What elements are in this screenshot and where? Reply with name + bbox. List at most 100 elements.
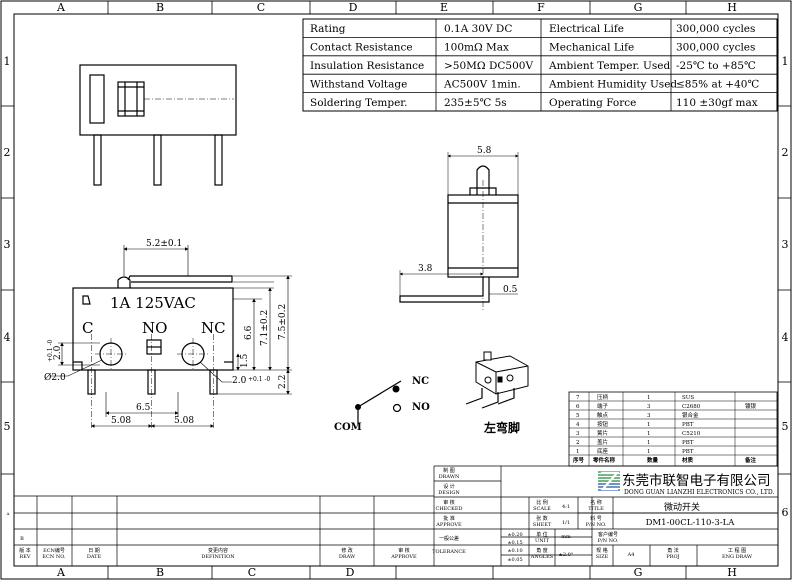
- bom-cell-r3-c1: 按钮: [597, 420, 609, 428]
- bom-header-3: 材质: [682, 456, 694, 464]
- spec-cell-r4-c1: 235±5℃ 5s: [444, 97, 507, 109]
- unit-cn: 单 位: [536, 531, 548, 538]
- spec-cell-r3-c2: Ambient Humidity Used: [548, 79, 677, 91]
- spec-cell-r1-c0: Contact Resistance: [310, 42, 413, 54]
- zone-col-bottom-g: G: [634, 566, 643, 579]
- spec-cell-r0-c1: 0.1A 30V DC: [444, 23, 512, 35]
- company-logo-icon: [598, 470, 620, 492]
- zone-row-left-3: 3: [4, 238, 11, 251]
- pn-label-en: P/N NO.: [586, 522, 607, 528]
- bom-cell-r1-c0: 6: [576, 404, 580, 410]
- rev-head-date-en: DATE: [87, 554, 102, 560]
- bom-cell-r5-c3: PBT: [682, 440, 694, 446]
- schematic-no: NO: [412, 402, 430, 413]
- spec-cell-r4-c2: Operating Force: [549, 97, 636, 109]
- zone-row-left-2: 2: [4, 146, 11, 159]
- general-tol-label: 一般公差: [439, 535, 459, 542]
- product-title: 微动开关: [664, 501, 700, 513]
- angles-en: ANGLES: [530, 554, 554, 560]
- bom-cell-r2-c2: 3: [647, 413, 651, 419]
- bom-cell-r6-c2: 1: [647, 449, 651, 455]
- dim-2-0-right-tol: +0.1 -0: [248, 376, 271, 383]
- sheet-cn: 张 数: [536, 515, 548, 522]
- rev-head-draw-en: DRAW: [339, 554, 356, 560]
- zone-row-left-4: 4: [4, 331, 11, 344]
- rev-head-ecn-en: ECN NO.: [42, 554, 66, 560]
- zone-col-top-f: F: [537, 1, 545, 14]
- tol-3: ±0.10: [507, 548, 522, 554]
- sheet-en: SHEET: [533, 522, 552, 528]
- zone-col-bottom-b: B: [156, 566, 164, 579]
- role-checked-cn: 审 核: [443, 499, 455, 506]
- scale-cn: 比 例: [536, 499, 548, 506]
- tolerance-label: TOLERANCE: [432, 549, 466, 555]
- dim-1-5: 1.5: [240, 353, 250, 368]
- bom-cell-r6-c3: PBT: [682, 449, 694, 455]
- spec-cell-r2-c1: >50MΩ DC500V: [444, 60, 533, 72]
- zone-col-top-e: E: [440, 1, 448, 14]
- dim-dia-2-0: Ø2.0: [44, 372, 66, 383]
- cust-pn-en: P/N NO.: [598, 538, 619, 544]
- bom-cell-r0-c3: SUS: [682, 395, 694, 401]
- unit-value: mm: [561, 534, 571, 540]
- schematic-nc: NC: [412, 376, 429, 387]
- title-block: 东莞市联智电子有限公司 DONG GUAN LIANZHI ELECTRONIC…: [6, 465, 778, 566]
- unit-en: UNIT: [535, 538, 550, 544]
- bom-cell-r4-c3: C5210: [682, 431, 701, 437]
- bom-header-4: 备注: [744, 456, 757, 464]
- side-view: 5.8 3.8 0.5: [399, 146, 519, 310]
- spec-cell-r4-c0: Soldering Temper.: [310, 97, 408, 109]
- rev-head-appr-en: APPROVE: [390, 554, 417, 560]
- side-dim-0-5: 0.5: [503, 285, 518, 295]
- bom-cell-r5-c2: 1: [647, 440, 651, 446]
- rev-head-def-en: DEFINITION: [201, 554, 235, 560]
- rev-head-ecn-cn: ECN编号: [43, 547, 65, 554]
- sheet-value: 1/1: [562, 520, 570, 526]
- dwg-en: ENG DRAW: [722, 554, 753, 560]
- proj-cn: 角 法: [667, 547, 679, 554]
- spec-cell-r1-c3: 300,000 cycles: [676, 42, 755, 54]
- tol-2: ±0.15: [507, 540, 522, 546]
- company-name-en: DONG GUAN LIANZHI ELECTRONICS CO., LTD.: [624, 489, 774, 496]
- bom-cell-r0-c0: 7: [576, 395, 580, 401]
- iso-view: 左弯脚: [465, 351, 529, 435]
- bom-cell-r3-c0: 4: [576, 422, 580, 428]
- spec-cell-r0-c3: 300,000 cycles: [676, 23, 755, 35]
- spec-cell-r2-c0: Insulation Resistance: [310, 60, 424, 72]
- role-drawn-cn: 制 图: [443, 467, 455, 474]
- zone-col-top-c: C: [257, 1, 265, 14]
- rev-head-appr-cn: 审 核: [398, 547, 410, 554]
- bom-cell-r5-c1: 盖片: [597, 438, 608, 446]
- bom-cell-r3-c3: PBT: [682, 422, 694, 428]
- dim-6-6: 6.6: [244, 325, 254, 340]
- bom-cell-r1-c2: 3: [647, 404, 651, 410]
- scale-en: SCALE: [533, 506, 551, 512]
- bom-cell-r5-c0: 2: [576, 440, 580, 446]
- dim-7-1: 7.1±0.2: [260, 310, 270, 346]
- bom-cell-r2-c0: 5: [576, 413, 580, 419]
- bom-cell-r6-c1: 底座: [597, 447, 609, 455]
- bom-cell-r3-c2: 1: [647, 422, 651, 428]
- bom-cell-r0-c1: 压柄: [597, 393, 609, 401]
- front-terminal-nc: NC: [201, 319, 226, 337]
- title-label-en: TITLE: [588, 506, 604, 512]
- rev-head-def-cn: 变更内容: [208, 547, 228, 554]
- role-approve-cn: 批 准: [443, 515, 455, 522]
- role-drawn-en: DRAWN: [439, 474, 460, 480]
- spec-cell-r0-c2: Electrical Life: [549, 23, 624, 35]
- spec-cell-r2-c3: -25℃ to +85℃: [676, 60, 756, 72]
- dim-5-08-left: 5.08: [111, 416, 131, 426]
- rev-head-draw-cn: 修 改: [341, 547, 353, 554]
- size-cn: 规 格: [596, 547, 608, 554]
- zone-row-right-4: 4: [782, 331, 789, 344]
- rev-head-rev-en: REV: [19, 554, 30, 560]
- bom-cell-r4-c2: 1: [647, 431, 651, 437]
- zone-row-right-6: 6: [782, 506, 789, 519]
- dim-7-5: 7.5±0.2: [278, 304, 288, 340]
- bom-cell-r0-c2: 1: [647, 395, 651, 401]
- bom-cell-r1-c1: 端子: [597, 402, 609, 410]
